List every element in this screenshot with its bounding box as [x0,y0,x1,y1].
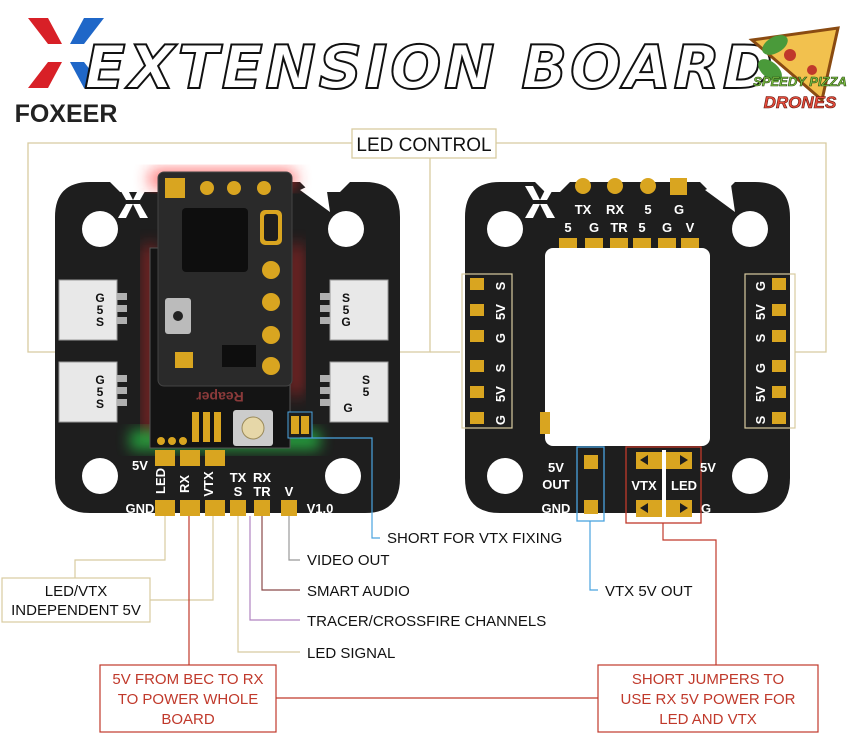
pizza-slice-icon [705,178,735,212]
back-top-label: G [674,202,684,217]
callout-bec-line1: 5V FROM BEC TO RX [112,671,263,688]
foxeer-logo: FOXEER [15,18,118,128]
rx-module-name: Reaper [196,389,244,405]
front-right-connector-bottom: S 5 G [320,361,389,423]
back-out-label: OUT [542,477,570,492]
back-top-label: TX [575,202,592,217]
mount-hole [328,211,364,247]
back-right-label: G [753,363,768,373]
front-board: G 5 S G 5 S S 5 G S 5 [55,170,400,516]
back-top-label: TR [610,220,628,235]
back-right-label: G [753,281,768,291]
pin-label: 5 [343,303,350,317]
mount-hole [325,458,361,494]
pin-label-tr: TR [253,484,271,499]
back-top-label: 5 [564,220,571,235]
back-top-label: G [662,220,672,235]
pin-label-vtx: VTX [201,471,216,497]
callout-video-out: VIDEO OUT [307,552,390,569]
pin-label: S [342,291,350,305]
callout-jumper-line2: USE RX 5V POWER FOR [620,691,795,708]
pin-label: 5 [97,303,104,317]
pin-label: S [362,373,370,387]
callout-tracer: TRACER/CROSSFIRE CHANNELS [307,613,546,630]
pin-label-rx2: RX [253,470,271,485]
back-top-label: RX [606,202,624,217]
back-left-label: 5V [493,386,508,402]
back-right-label: 5V [753,304,768,320]
callout-led-vtx-line2: INDEPENDENT 5V [11,602,141,619]
jumper-pads [625,446,702,524]
center-cutout [545,248,710,446]
back-left-label: G [493,415,508,425]
pin-label-led: LED [153,468,168,494]
pizza-slice-icon [300,178,330,212]
mount-hole [82,211,118,247]
back-top-label: 5 [638,220,645,235]
callout-bec-line2: TO POWER WHOLE [118,691,259,708]
back-board: TX RX 5 G 5 G TR 5 G V S 5V G S 5V G [461,178,796,524]
back-left-label: G [493,333,508,343]
front-right-connector-top: S 5 G [320,279,389,341]
pin-label: G [343,401,352,415]
pin-label: G [341,315,350,329]
mount-hole [732,458,768,494]
pin-label-v: V [285,484,294,499]
pin-label: G [95,291,104,305]
callout-jumper-line1: SHORT JUMPERS TO [632,671,784,688]
callout-led-vtx-line1: LED/VTX [45,583,108,600]
foxeer-mini-icon [525,186,555,218]
pin-label-gnd: GND [126,501,155,516]
back-5v-right-label: 5V [700,460,716,475]
back-led-label: LED [671,478,697,493]
pin-label-5v: 5V [132,458,148,473]
back-right-label: 5V [753,386,768,402]
pin-label: G [95,373,104,387]
back-vtx-label: VTX [631,478,657,493]
back-left-label: S [493,281,508,290]
mount-hole [732,211,768,247]
front-left-connector-bottom: G 5 S [58,361,127,423]
back-5v-label: 5V [548,460,564,475]
pin-label: S [96,397,104,411]
page-title: EXTENSION BOARD [84,33,775,103]
back-g-label: G [701,501,711,516]
pin-label: 5 [363,385,370,399]
back-left-label: S [493,363,508,372]
version-label: V1.0 [307,501,334,516]
back-top-label: V [686,220,695,235]
back-right-label: S [753,415,768,424]
mount-hole [487,458,523,494]
back-top-label: G [589,220,599,235]
back-left-label: 5V [493,304,508,320]
callout-led-signal: LED SIGNAL [307,645,395,662]
led-control-label: LED CONTROL [356,135,491,156]
badge-bottom-text: DRONES [764,93,837,112]
led-control-callout: LED CONTROL [27,128,827,353]
rx-module: Reaper [149,171,293,449]
pin-label: S [96,315,104,329]
pin-label-tx: TX [230,470,247,485]
pin-label-s: S [234,484,243,499]
front-left-connector-top: G 5 S [58,279,127,341]
badge-top-text: SPEEDY PIZZA [753,74,847,89]
callout-short-vtx: SHORT FOR VTX FIXING [387,530,562,547]
speedy-pizza-logo: SPEEDY PIZZA DRONES [748,26,847,112]
pin-label: 5 [97,385,104,399]
pin-label-rx: RX [177,475,192,493]
callout-vtx-5v-out: VTX 5V OUT [605,583,693,600]
callout-bec-line3: BOARD [161,711,215,728]
back-gnd-label: GND [542,501,571,516]
callout-jumper-line3: LED AND VTX [659,711,757,728]
callout-smart-audio: SMART AUDIO [307,583,410,600]
back-right-label: S [753,333,768,342]
back-top-label: 5 [644,202,651,217]
foxeer-mini-icon [118,186,148,218]
mount-hole [82,458,118,494]
brand-name: FOXEER [15,100,118,128]
mount-hole [487,211,523,247]
